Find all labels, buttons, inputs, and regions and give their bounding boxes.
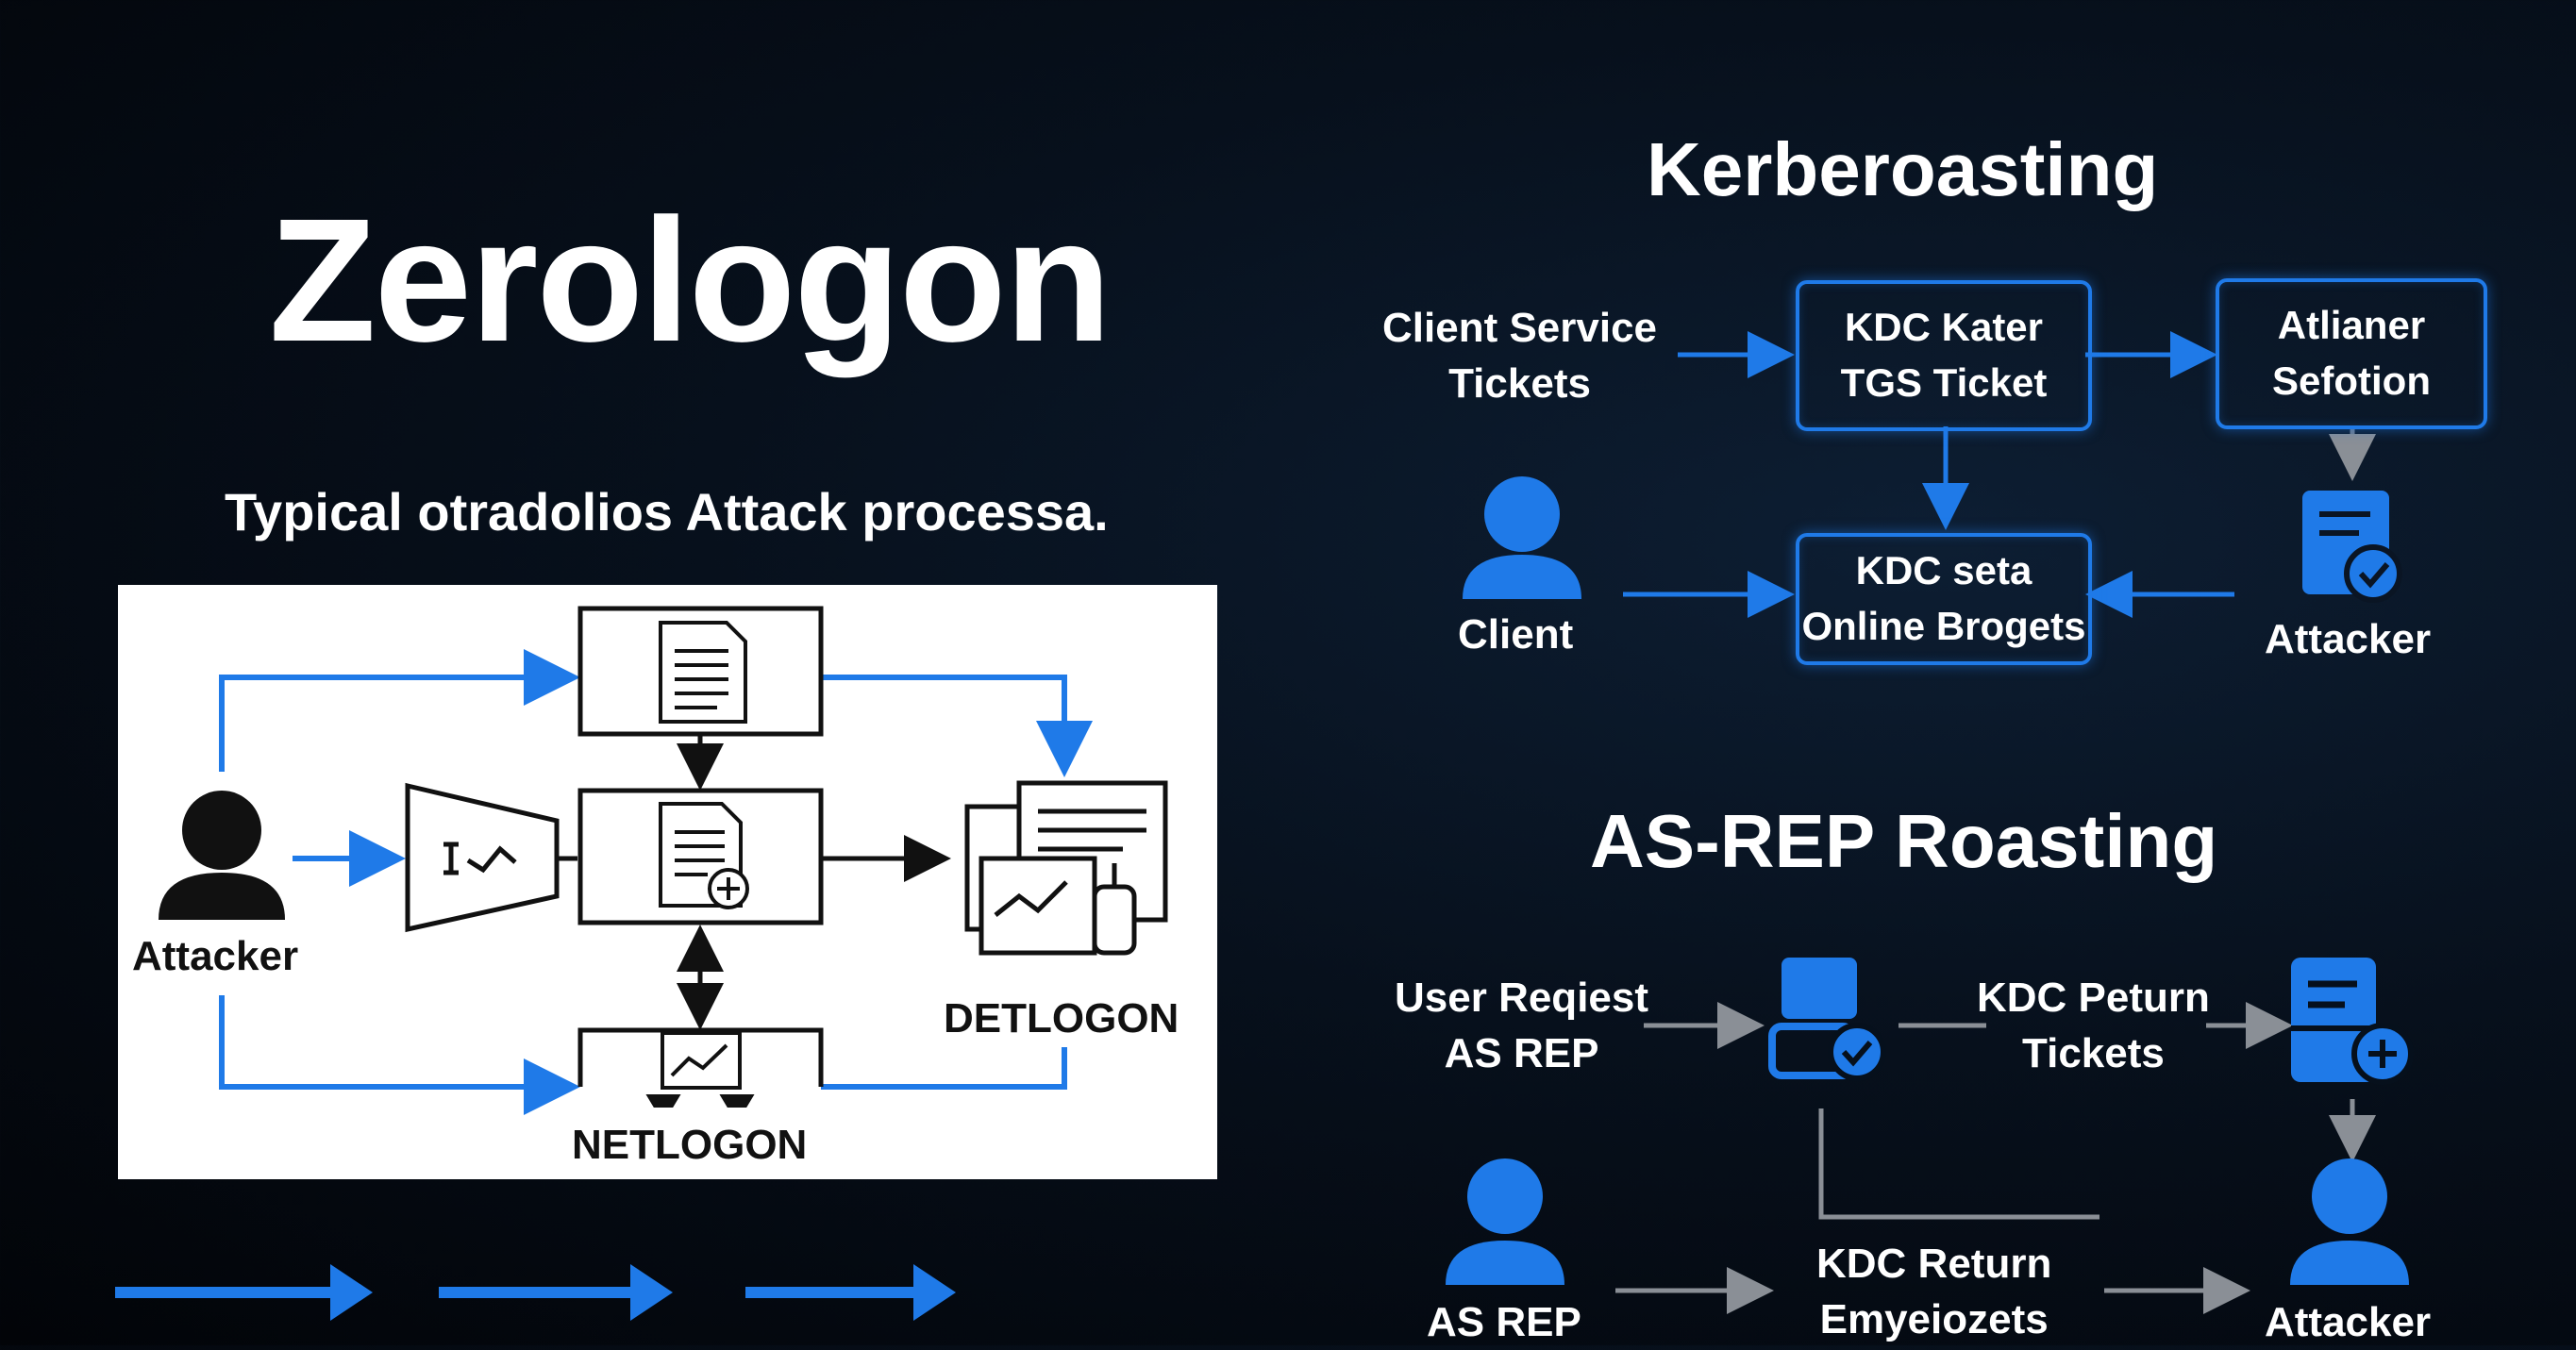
document-add-icon [659,802,749,909]
asrep-arrows [1615,1002,2376,1314]
detlogon-label: DETLOGON [944,995,1179,1042]
kerberoasting-arrows [1623,331,2234,618]
user-icon [159,791,285,920]
netlogon-label: NETLOGON [572,1122,808,1168]
as-rep-label: AS REP [1427,1299,1581,1345]
user-icon [2290,1158,2409,1285]
client-service-tickets-label: Client Service Tickets [1382,305,1658,408]
document-icon [659,621,747,724]
kdc-return-tickets-label: KDC Peturn Tickets [1977,975,2210,1077]
zerologon-subtitle: Typical otradolios Attack processa. [225,482,1109,542]
database-plus-icon [2291,958,2414,1085]
monitor-icon [964,780,1168,956]
kerberoasting-client-label: Client [1458,611,1574,658]
kerberoasting-title: Kerberoasting [1647,127,2159,211]
kerberoasting-attacker-label: Attacker [2265,616,2432,662]
user-request-as-rep-label: User Reqiest AS REP [1395,975,1649,1077]
asrep-attacker-label: Attacker [2265,1299,2432,1345]
zerologon-title: Zerologon [269,183,1112,378]
kdc-tgs-ticket-box: KDC Kater TGS Ticket [1796,280,2092,431]
zerologon-attacker-label: Attacker [132,933,299,979]
signal-icon [443,842,517,875]
database-check-icon [1768,958,1886,1081]
funnel-icon [405,782,577,933]
user-icon [1446,1158,1564,1285]
kdc-online-box: KDC seta Online Brogets [1796,533,2092,665]
kdc-return-emp-label: KDC Return Emyeiozets [1816,1241,2052,1343]
user-icon [1463,476,1581,599]
zerologon-blue-paths [219,649,1093,1115]
database-check-icon [2302,491,2402,603]
chart-server-icon [645,1031,755,1108]
asrep-title: AS-REP Roasting [1590,799,2218,883]
attacker-session-box: Atlianer Sefotion [2216,278,2487,429]
